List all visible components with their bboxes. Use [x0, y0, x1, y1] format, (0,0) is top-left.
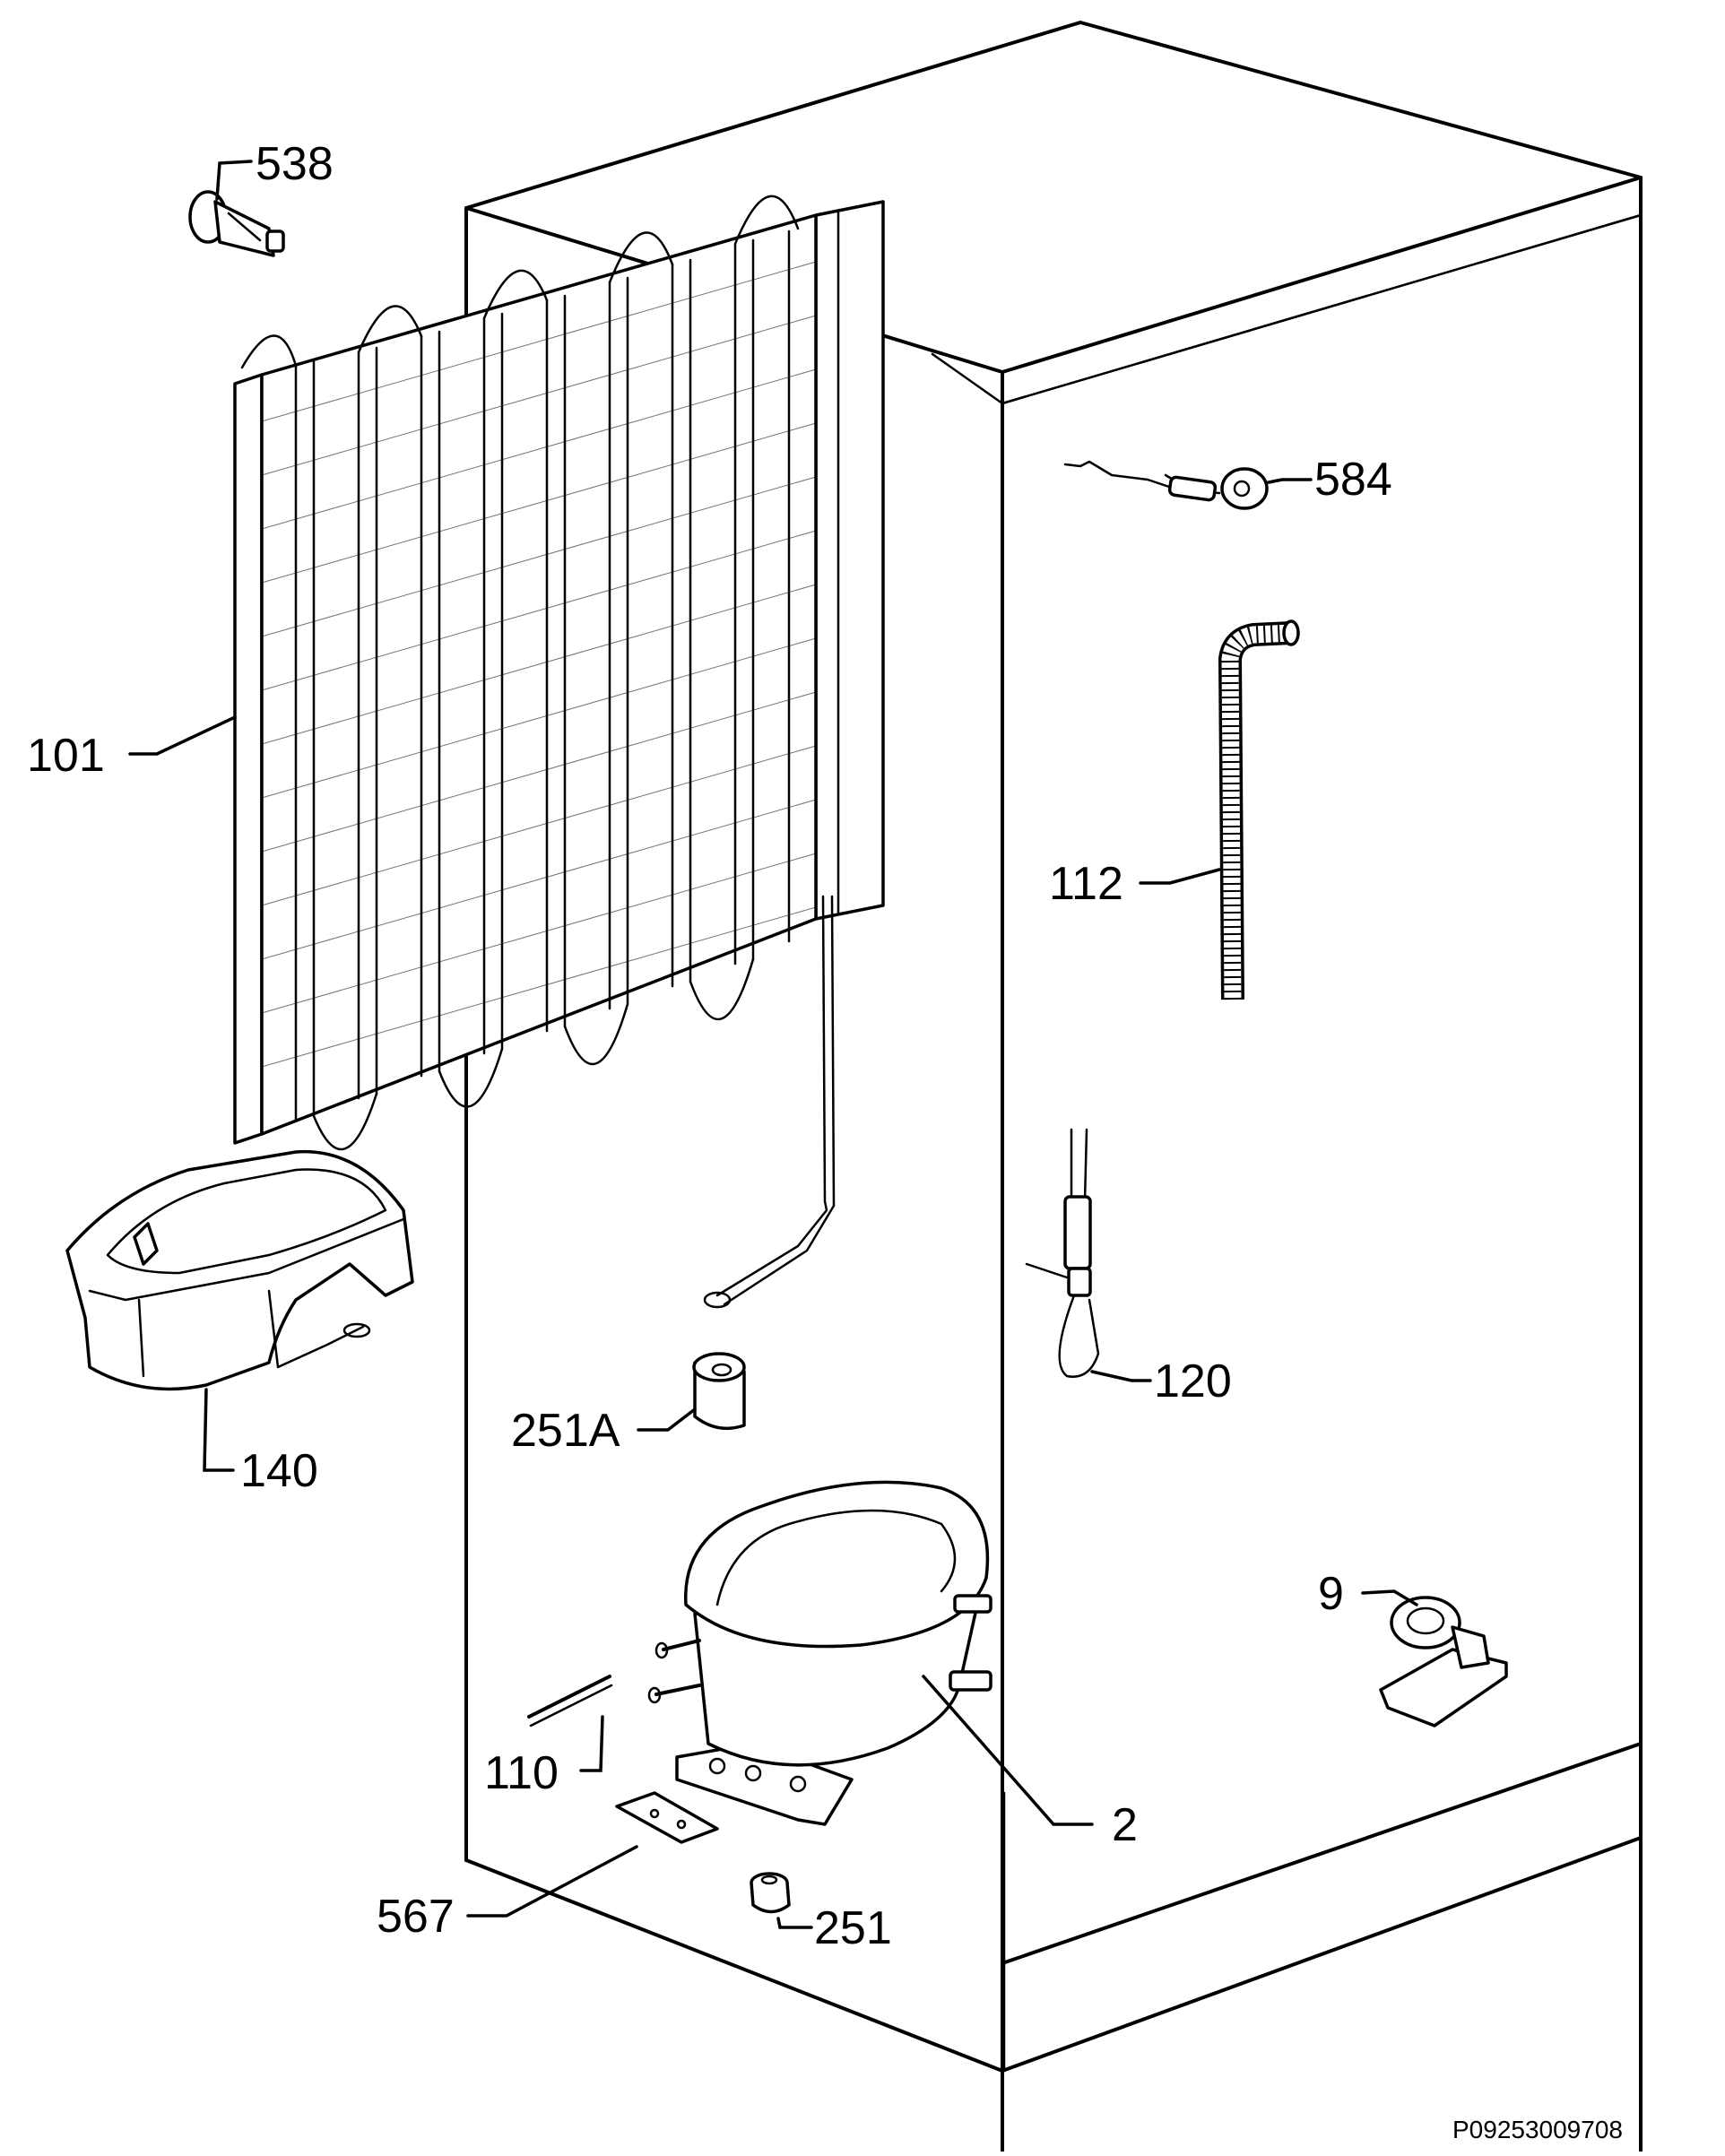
drawing-code: P09253009708 [1452, 2116, 1623, 2143]
grommet-251a [692, 1352, 746, 1431]
callout-101: 101 [27, 730, 105, 782]
mounting-plate [615, 1791, 719, 1844]
callout-120: 120 [1154, 1355, 1232, 1407]
callout-567: 567 [377, 1891, 455, 1943]
callout-584: 584 [1314, 454, 1392, 506]
hose-clip [1379, 1596, 1508, 1727]
pipe-stub [527, 1675, 613, 1727]
leader-lines [128, 160, 1418, 1929]
drip-tray [65, 1149, 414, 1391]
callout-2: 2 [1112, 1799, 1138, 1851]
drain-hose [1218, 619, 1300, 1000]
foot-grommet [750, 1872, 791, 1914]
rivet-part [188, 190, 285, 257]
callout-140: 140 [240, 1445, 318, 1497]
callout-251: 251 [814, 1902, 892, 1954]
wire-fuse [1025, 1128, 1100, 1378]
compressor [647, 1480, 993, 1826]
callout-112: 112 [1049, 858, 1123, 910]
condenser-coil [233, 195, 885, 1309]
callout-251a: 251A [511, 1405, 620, 1457]
callout-9: 9 [1318, 1568, 1344, 1620]
temperature-sensor [1063, 460, 1269, 510]
callout-labels: 538 584 101 112 140 251A 120 9 110 2 567… [27, 138, 1392, 1954]
callout-538: 538 [256, 138, 334, 190]
callout-110: 110 [484, 1747, 559, 1799]
